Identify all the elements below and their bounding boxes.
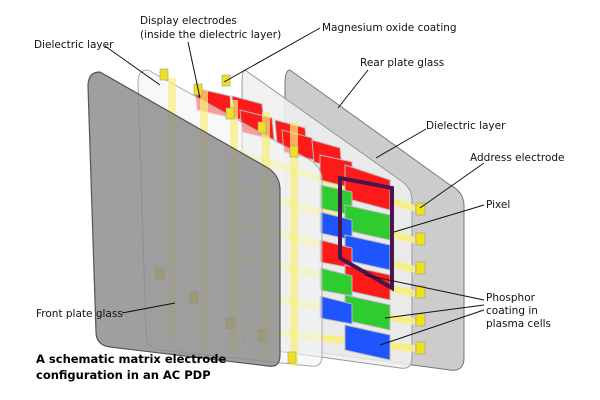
label-phosphor-1: Phosphor: [486, 292, 536, 304]
label-phosphor-3: plasma cells: [486, 318, 551, 330]
label-front-plate: Front plate glass: [36, 308, 123, 320]
caption-line-2: configuration in an AC PDP: [36, 368, 211, 382]
caption-line-1: A schematic matrix electrode: [36, 352, 226, 366]
label-display-electrodes: Display electrodes: [140, 15, 237, 27]
label-address-electrode: Address electrode: [470, 152, 565, 164]
pixel-outline: [338, 175, 394, 292]
label-pixel: Pixel: [486, 199, 510, 211]
label-phosphor-2: coating in: [486, 305, 538, 317]
label-rear-plate: Rear plate glass: [360, 57, 444, 69]
label-display-electrodes-note: (inside the dielectric layer): [140, 29, 281, 41]
diagram-labels: Display electrodes (inside the dielectri…: [34, 15, 565, 330]
label-dielectric-rear: Dielectric layer: [426, 120, 506, 132]
label-magnesium-oxide: Magnesium oxide coating: [322, 22, 457, 34]
leader-lines: [104, 27, 485, 346]
label-dielectric-front: Dielectric layer: [34, 39, 114, 51]
front-plate-glass: [87, 71, 281, 367]
